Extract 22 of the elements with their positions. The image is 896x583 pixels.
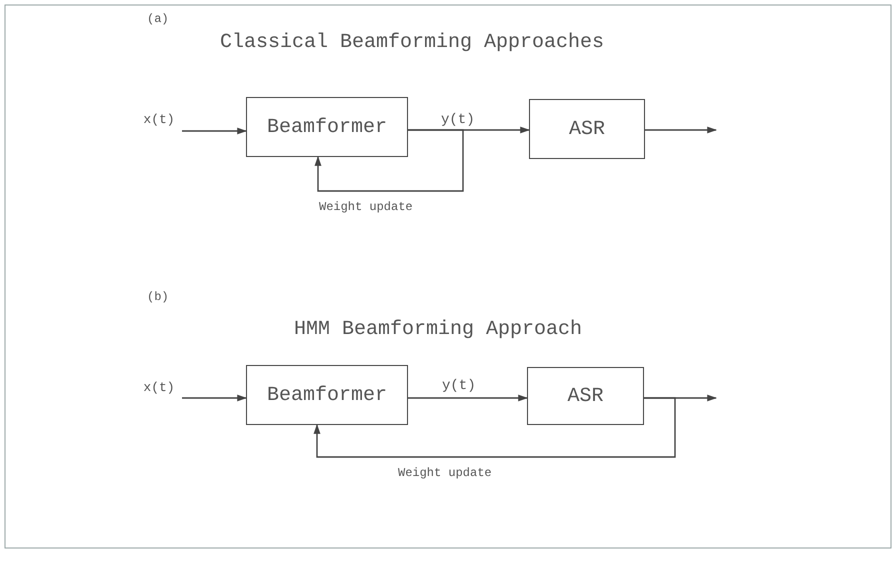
- block-label: Beamformer: [266, 384, 388, 406]
- arrow: [314, 129, 464, 192]
- edge-label: Weight update: [318, 200, 414, 214]
- process-box: [246, 97, 408, 157]
- process-box: [529, 99, 645, 159]
- arrow: [182, 394, 247, 402]
- signal-label: x(t): [136, 376, 182, 399]
- block-label: Beamformer: [266, 116, 388, 138]
- arrow: [314, 397, 676, 458]
- panel-title: HMM Beamforming Approach: [294, 318, 582, 341]
- panel-label: (b): [147, 290, 169, 304]
- block-label: ASR: [567, 384, 604, 408]
- arrow: [408, 394, 528, 402]
- edge-label: Weight update: [397, 466, 493, 480]
- process-box: [527, 367, 644, 425]
- panel-title: Classical Beamforming Approaches: [220, 31, 604, 54]
- signal-label: x(t): [136, 108, 182, 131]
- arrow: [645, 126, 717, 134]
- arrow: [182, 128, 247, 134]
- process-box: [246, 365, 408, 425]
- block-label: ASR: [568, 118, 605, 140]
- panel-label: (a): [147, 12, 169, 26]
